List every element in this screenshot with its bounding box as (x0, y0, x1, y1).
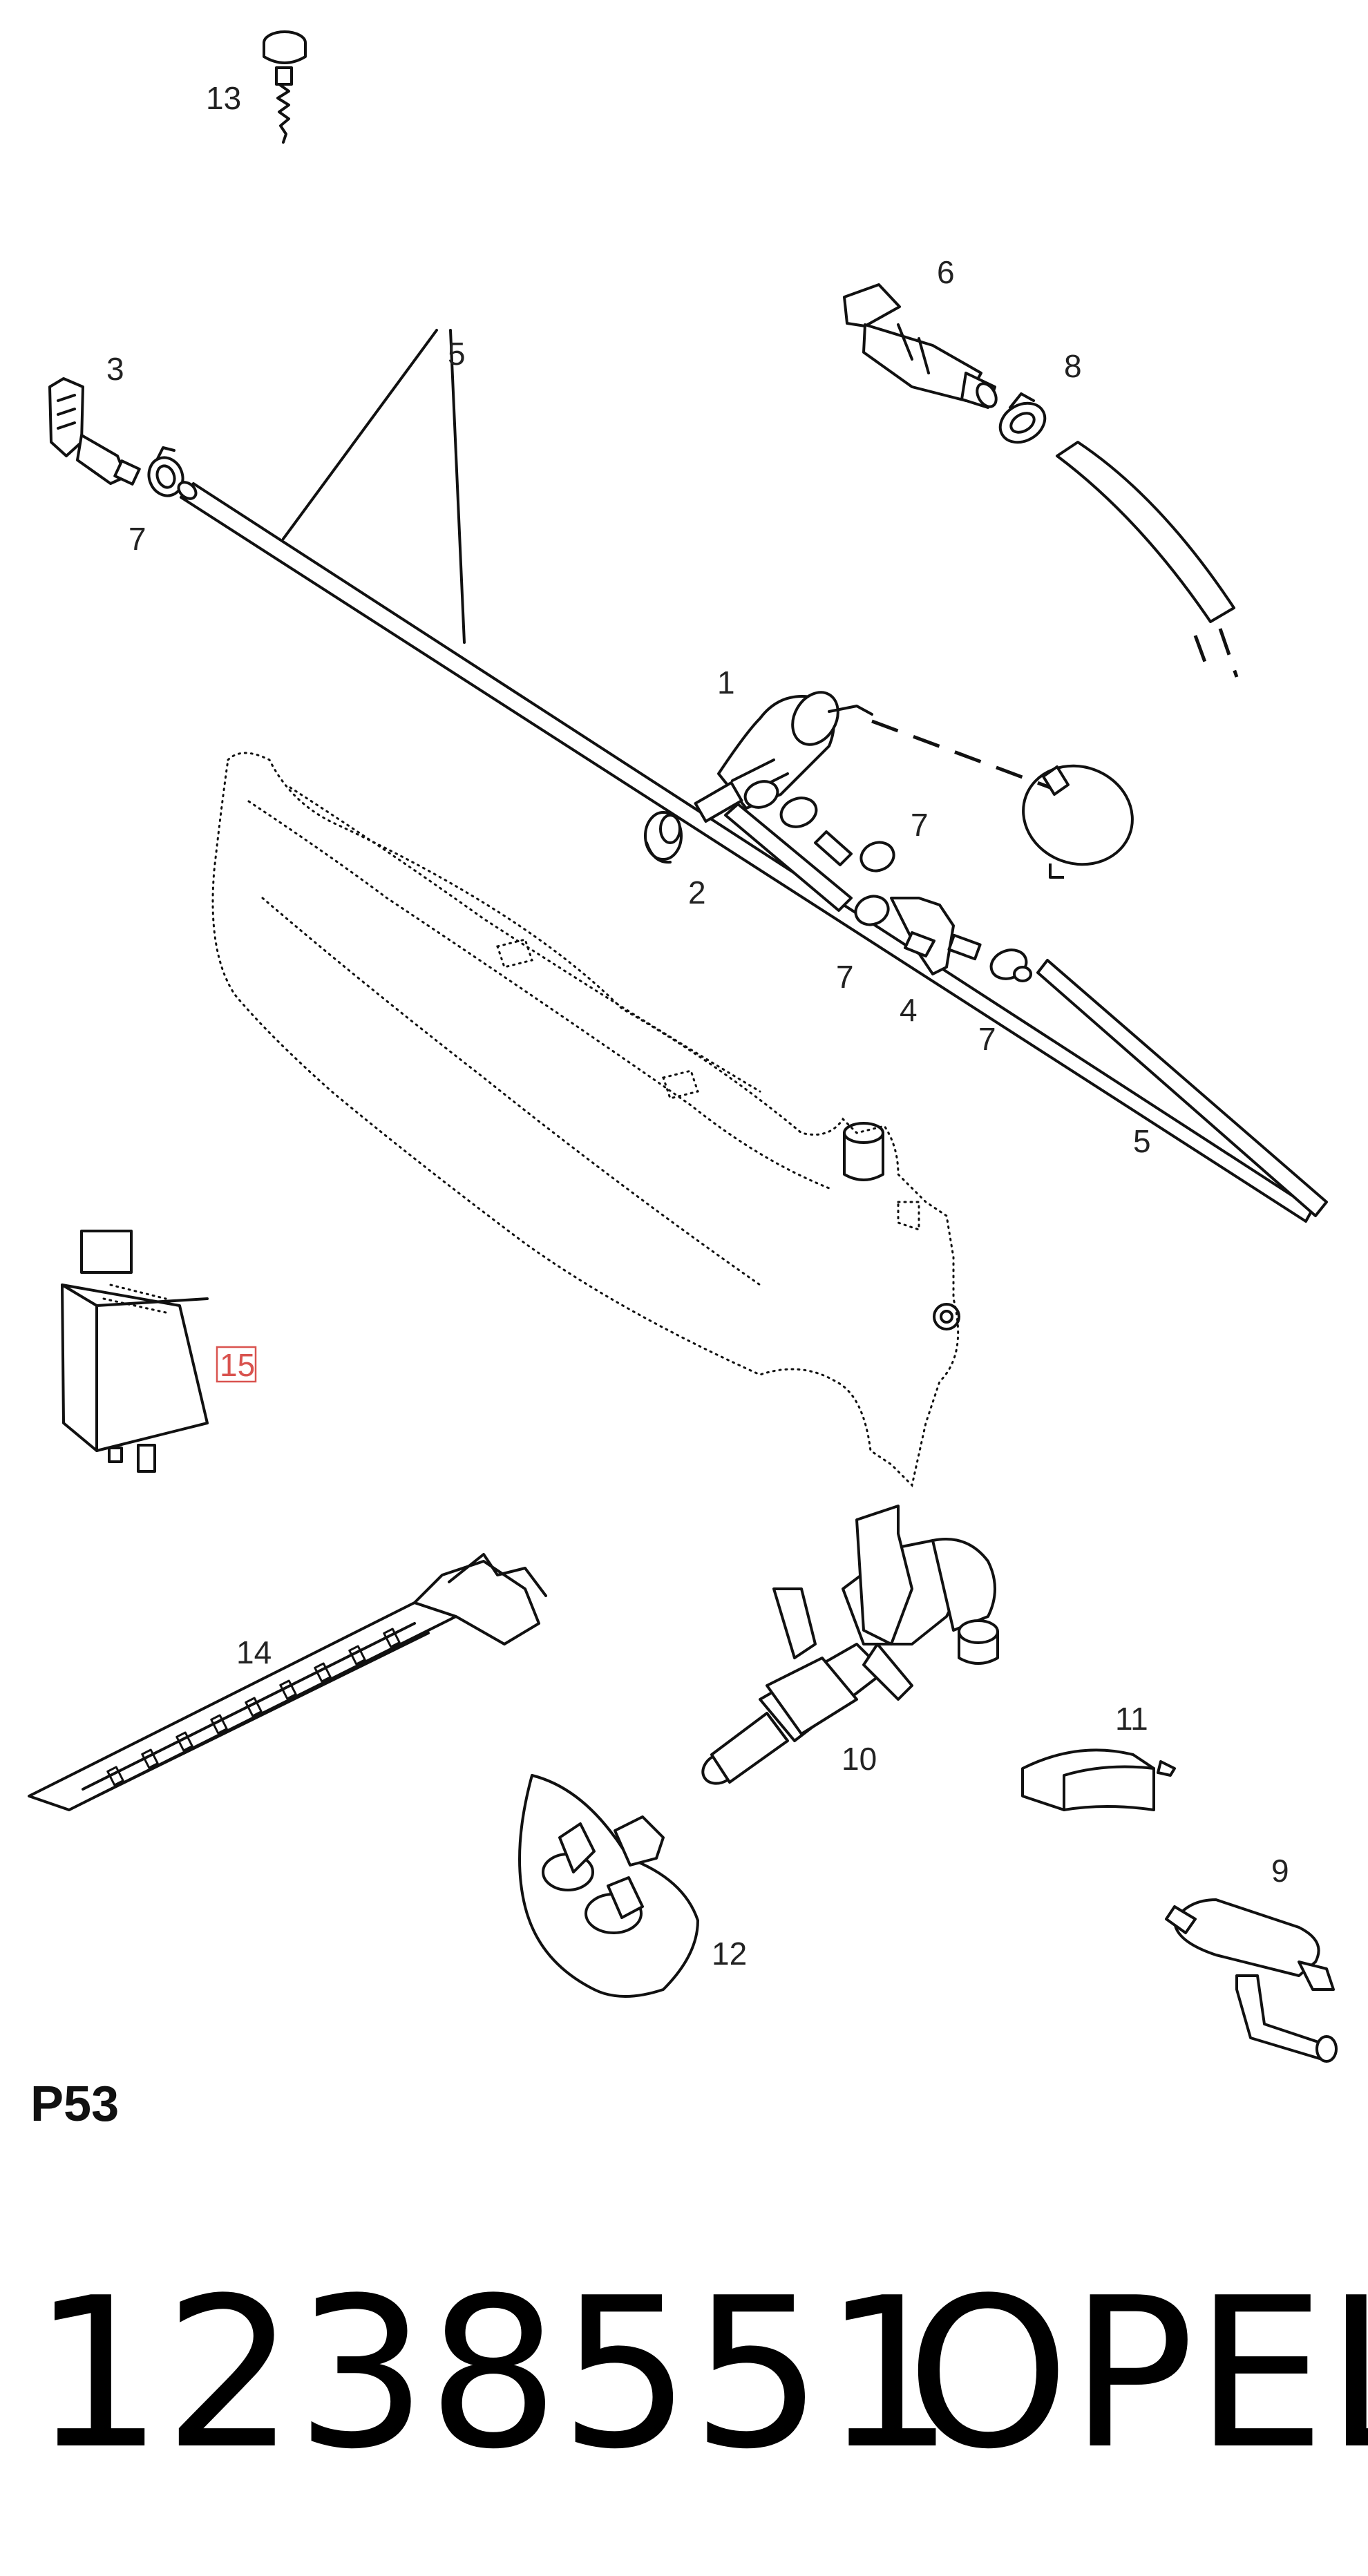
callout-9: 9 (1271, 1853, 1289, 1889)
part-number: 1238551 (32, 2253, 955, 2494)
part-11-clip (1021, 1748, 1176, 1811)
part-13-screw (263, 30, 307, 144)
callout-13: 13 (206, 80, 241, 116)
part-12-nozzle-housing (518, 1774, 699, 1998)
strap-slots (106, 1628, 401, 1786)
diagram-code: P53 (30, 2077, 119, 2132)
part-8-hose (1056, 441, 1239, 678)
part-15-relay (61, 1230, 209, 1473)
callout-11: 11 (1115, 1701, 1148, 1737)
callout-7: 7 (836, 959, 854, 995)
part-7-clamp (147, 446, 184, 497)
callout-10: 10 (842, 1741, 877, 1777)
callout-5: 5 (1133, 1123, 1151, 1159)
callout-5: 5 (448, 336, 466, 372)
callout-4: 4 (900, 992, 918, 1028)
callout-15-box (216, 1346, 257, 1383)
part-14-strap (28, 1553, 547, 1811)
callout-12: 12 (712, 1936, 747, 1972)
callout-2: 2 (688, 875, 706, 910)
brand-name: OPEL (906, 2253, 1368, 2494)
part-7-clamps (724, 780, 1328, 1217)
callout-15[interactable]: 15 (220, 1347, 255, 1383)
part-1-pump (694, 691, 1134, 879)
callout-7: 7 (978, 1021, 996, 1057)
callout-6: 6 (937, 254, 955, 290)
callout-1: 1 (717, 665, 735, 700)
part-9-sensor (1165, 1898, 1338, 2063)
part-6-nozzle (843, 283, 998, 409)
part-2-grommet (644, 811, 683, 864)
part-8-clamp (998, 392, 1047, 444)
callout-8: 8 (1064, 348, 1082, 384)
part-10-pump (701, 1505, 999, 1785)
reservoir-tank (211, 752, 960, 1487)
part-3-nozzle (48, 377, 141, 486)
callout-7: 7 (911, 807, 929, 843)
callout-3: 3 (106, 351, 124, 387)
callout-7: 7 (129, 521, 146, 557)
callout-14: 14 (236, 1634, 272, 1670)
